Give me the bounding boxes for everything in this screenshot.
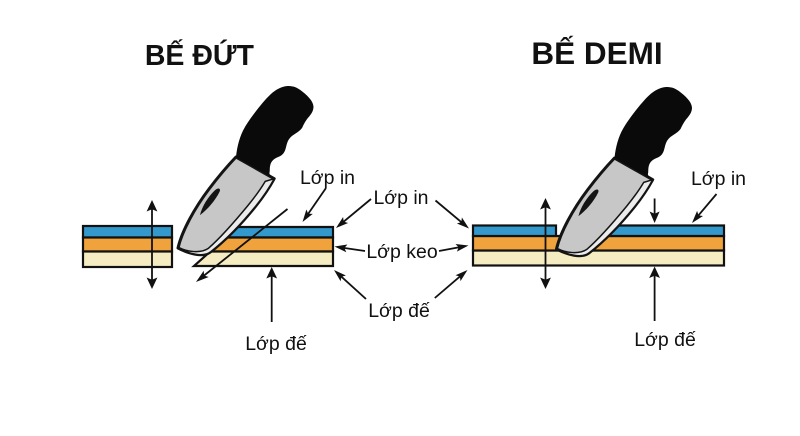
svg-text:BẾ DEMI: BẾ DEMI: [531, 35, 662, 71]
svg-text:Lớp keo: Lớp keo: [366, 241, 437, 263]
svg-text:Lớp in: Lớp in: [691, 168, 746, 190]
svg-text:Lớp in: Lớp in: [373, 187, 428, 209]
svg-text:Lớp in: Lớp in: [300, 167, 355, 189]
svg-text:Lớp đế: Lớp đế: [245, 333, 307, 355]
svg-text:BẾ ĐỨT: BẾ ĐỨT: [145, 40, 255, 72]
svg-text:Lớp đế: Lớp đế: [634, 329, 696, 351]
svg-text:Lớp đế: Lớp đế: [368, 300, 430, 322]
